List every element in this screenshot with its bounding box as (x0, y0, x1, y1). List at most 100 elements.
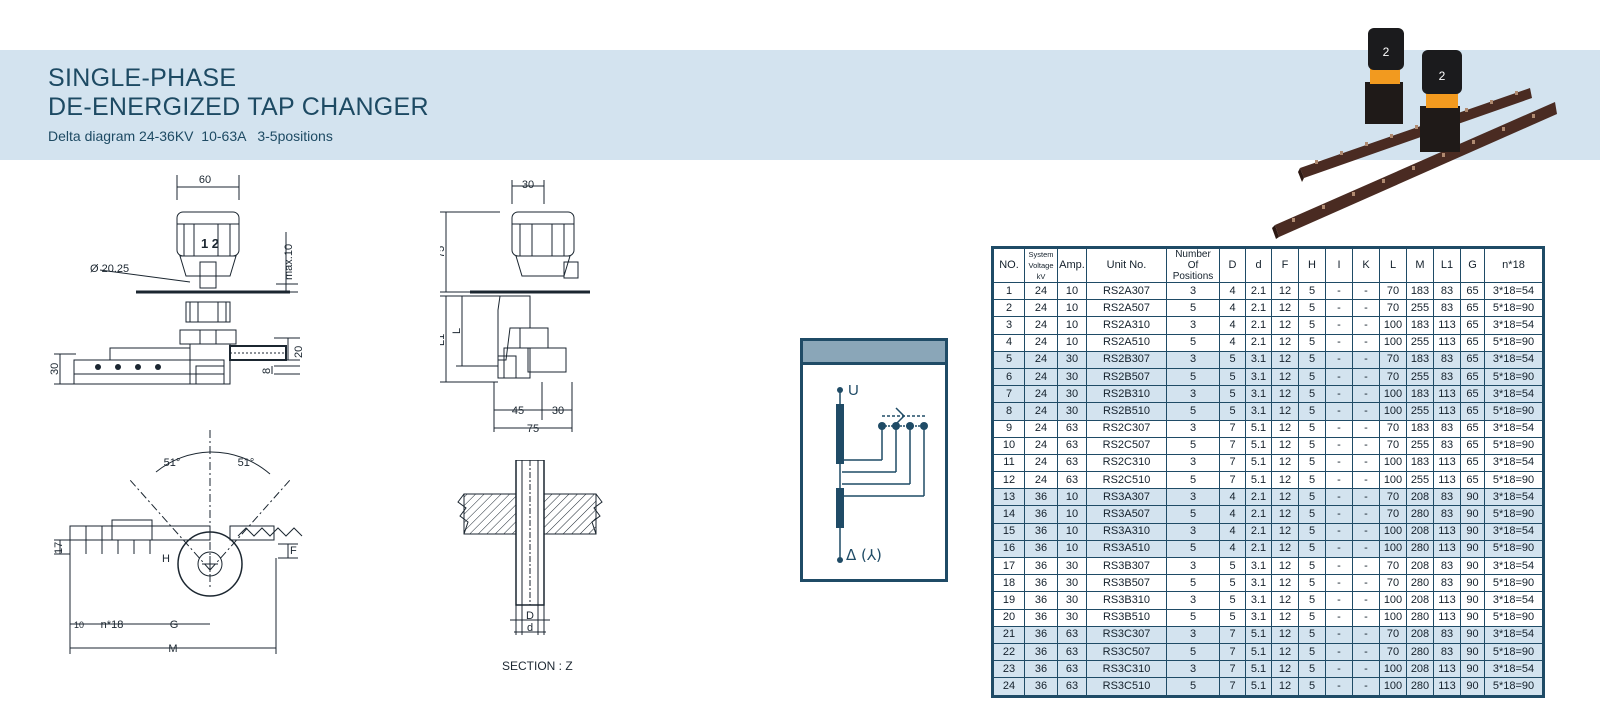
table-cell: 100 (1379, 402, 1407, 421)
table-cell: 3.1 (1245, 402, 1272, 421)
table-cell: - (1325, 402, 1353, 421)
table-cell: 24 (1024, 367, 1058, 387)
front-dim-20: 20 (293, 346, 305, 358)
table-cell: 65 (1460, 367, 1485, 387)
table-cell: 5*18=90 (1484, 436, 1544, 455)
table-cell: 22 (992, 642, 1025, 662)
table-cell: 2.1 (1245, 281, 1272, 301)
table-cell: 5 (1219, 385, 1246, 404)
table-cell: 83 (1433, 350, 1461, 369)
table-cell: 7 (1219, 471, 1246, 490)
table-cell: 113 (1433, 333, 1461, 352)
table-cell: 5 (1298, 350, 1326, 369)
table-cell: 280 (1406, 574, 1434, 593)
table-cell: 83 (1433, 505, 1461, 524)
table-cell: - (1352, 539, 1380, 559)
table-cell: 208 (1406, 556, 1434, 576)
table-cell: 3 (1166, 350, 1220, 369)
table-cell: 5 (1166, 505, 1220, 524)
table-cell: 90 (1460, 625, 1485, 644)
table-cell: 2.1 (1245, 539, 1272, 559)
table-cell: 83 (1433, 299, 1461, 318)
table-cell: 83 (1433, 556, 1461, 576)
table-cell: 65 (1460, 419, 1485, 438)
table-cell: - (1325, 574, 1353, 593)
table-cell: - (1352, 522, 1380, 541)
table-cell: RS3A507 (1086, 505, 1167, 524)
table-cell: - (1352, 471, 1380, 490)
table-cell: 12 (1271, 574, 1299, 593)
table-cell: 255 (1406, 299, 1434, 318)
table-cell: 65 (1460, 299, 1485, 318)
table-cell: 65 (1460, 385, 1485, 404)
table-cell: - (1352, 419, 1380, 438)
col-header-unit: Unit No. (1086, 247, 1167, 283)
table-cell: 100 (1379, 316, 1407, 335)
table-cell: 3.1 (1245, 574, 1272, 593)
table-cell: 36 (1024, 488, 1058, 507)
col-header-D: D (1219, 247, 1246, 283)
table-cell: 5.1 (1245, 436, 1272, 455)
table-cell: 70 (1379, 350, 1407, 369)
table-cell: - (1325, 299, 1353, 318)
table-cell: 36 (1024, 574, 1058, 593)
table-cell: 5.1 (1245, 471, 1272, 490)
table-cell: 280 (1406, 608, 1434, 627)
table-cell: 30 (1057, 350, 1087, 369)
table-cell: 30 (1057, 367, 1087, 387)
table-cell: 5 (1298, 419, 1326, 438)
table-cell: 5 (1219, 367, 1246, 387)
table-cell: 65 (1460, 453, 1485, 473)
table-cell: 3*18=54 (1484, 316, 1544, 335)
table-cell: RS3A307 (1086, 488, 1167, 507)
top-dim-n18: n*18 (101, 619, 124, 631)
table-cell: 4 (1219, 488, 1246, 507)
table-cell: 65 (1460, 281, 1485, 301)
table-cell: 3.1 (1245, 608, 1272, 627)
table-cell: 30 (1057, 574, 1087, 593)
table-cell: 4 (1219, 505, 1246, 524)
table-cell: - (1352, 574, 1380, 593)
table-cell: RS2B307 (1086, 350, 1167, 369)
table-cell: RS2B507 (1086, 367, 1167, 387)
table-cell: 70 (1379, 281, 1407, 301)
table-cell: 113 (1433, 660, 1461, 679)
table-cell: RS3B307 (1086, 556, 1167, 576)
table-cell: 70 (1379, 436, 1407, 455)
table-cell: 70 (1379, 556, 1407, 576)
side-dim-30b: 30 (552, 405, 564, 417)
table-cell: RS3A310 (1086, 522, 1167, 541)
table-cell: 18 (992, 574, 1025, 593)
side-dim-45: 45 (512, 405, 524, 417)
title-line-2: DE-ENERGIZED TAP CHANGER (48, 93, 429, 121)
table-cell: 5 (1298, 316, 1326, 335)
table-cell: 12 (1271, 660, 1299, 679)
table-cell: 5 (1219, 591, 1246, 610)
table-cell: 10 (1057, 299, 1087, 318)
table-cell: 70 (1379, 367, 1407, 387)
table-cell: RS2B510 (1086, 402, 1167, 421)
product-knob-digit-front: 2 (1439, 69, 1446, 83)
table-cell: 12 (1271, 281, 1299, 301)
table-cell: 5*18=90 (1484, 402, 1544, 421)
table-cell: - (1325, 488, 1353, 507)
table-cell: 5 (1298, 488, 1326, 507)
table-cell: 3 (1166, 316, 1220, 335)
table-cell: 5 (1166, 367, 1220, 387)
table-cell: 280 (1406, 505, 1434, 524)
table-cell: - (1325, 660, 1353, 679)
table-cell: 5 (1219, 608, 1246, 627)
table-cell: 30 (1057, 402, 1087, 421)
table-cell: 100 (1379, 333, 1407, 352)
section-drawing: D d (457, 460, 603, 635)
table-cell: 36 (1024, 505, 1058, 524)
table-cell: 10 (1057, 505, 1087, 524)
